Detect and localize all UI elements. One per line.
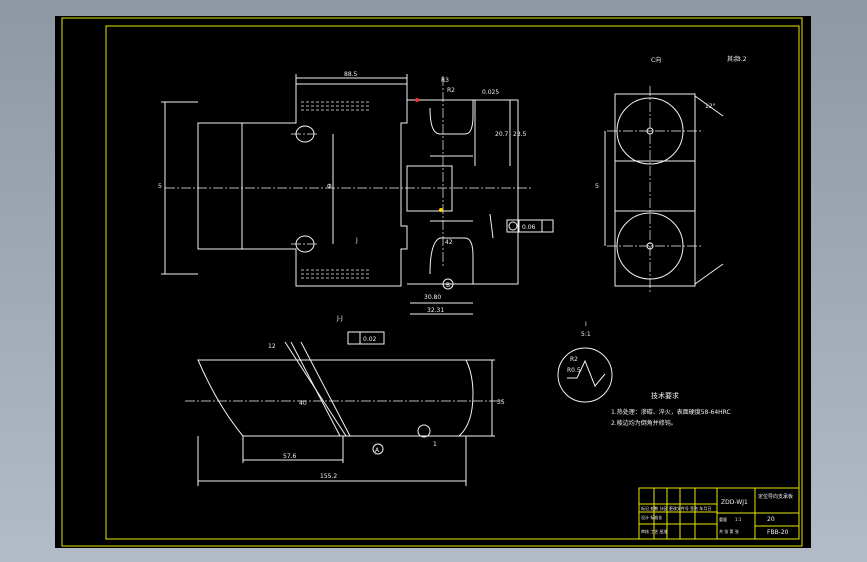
svg-text:12: 12 [268, 343, 276, 350]
svg-text:R0.5: R0.5 [567, 367, 581, 374]
svg-text:88.5: 88.5 [344, 71, 358, 78]
drawing-canvas: 88.5 R3 R2 0.025 20.7 23.5 42 30.80 32.3… [61, 17, 803, 547]
svg-text:5:1: 5:1 [581, 331, 591, 338]
detail-view-labels: I 5:1 R2 R0.5 [567, 321, 591, 374]
svg-text:0.02: 0.02 [363, 336, 377, 343]
svg-text:定位导向支承板: 定位导向支承板 [758, 493, 793, 500]
side-view-labels: C向 5 12° 3.2 [595, 56, 747, 190]
svg-text:ZDD-WJ1: ZDD-WJ1 [721, 499, 748, 506]
inner-frame [105, 25, 800, 540]
svg-text:32.31: 32.31 [427, 307, 444, 314]
tech-notes: 技术要求 1.热处理：渗碳、淬火，表面硬度58-64HRC 2.棱边均为倒角并修… [611, 55, 739, 427]
svg-text:A: A [375, 447, 380, 454]
svg-text:共 张 第 张: 共 张 第 张 [719, 528, 739, 534]
svg-text:23.5: 23.5 [513, 131, 527, 138]
drawing-sheet[interactable]: 88.5 R3 R2 0.025 20.7 23.5 42 30.80 32.3… [55, 16, 811, 548]
svg-text:5: 5 [595, 183, 599, 190]
svg-text:30.80: 30.80 [424, 294, 441, 301]
outer-frame [61, 17, 803, 547]
svg-text:20: 20 [767, 516, 775, 523]
svg-text:12°: 12° [705, 103, 716, 110]
section-view [185, 331, 505, 486]
svg-text:R3: R3 [441, 77, 449, 84]
svg-text:重量: 重量 [719, 516, 727, 522]
svg-text:C向: C向 [651, 56, 661, 64]
svg-text:审核 工艺 批准: 审核 工艺 批准 [641, 528, 668, 534]
svg-text:其余: 其余 [727, 55, 739, 63]
title-block [638, 487, 800, 540]
svg-text:R2: R2 [447, 87, 455, 94]
svg-text:Φ: Φ [327, 183, 332, 190]
svg-text:155.2: 155.2 [320, 473, 337, 480]
svg-text:技术要求: 技术要求 [651, 391, 679, 400]
svg-text:40: 40 [299, 400, 307, 407]
svg-text:5: 5 [158, 183, 162, 190]
top-view-labels: 88.5 R3 R2 0.025 20.7 23.5 42 30.80 32.3… [158, 71, 536, 314]
svg-text:J: J [355, 237, 358, 244]
svg-text:B: B [446, 282, 450, 289]
svg-text:2.棱边均为倒角并修钝。: 2.棱边均为倒角并修钝。 [611, 419, 677, 427]
section-view-labels: J-J 155.2 57.6 40 12 35 A 0.02 1 [268, 315, 505, 480]
side-view [604, 86, 724, 294]
svg-text:R2: R2 [570, 356, 578, 363]
svg-text:J-J: J-J [336, 315, 343, 322]
svg-text:I: I [585, 321, 587, 328]
svg-text:1: 1 [433, 441, 437, 448]
detail-view [557, 347, 613, 403]
svg-text:0.06: 0.06 [522, 224, 536, 231]
top-view [161, 74, 554, 315]
svg-text:设计 标准化: 设计 标准化 [641, 514, 662, 520]
svg-text:3.2: 3.2 [737, 56, 747, 63]
svg-text:42: 42 [445, 239, 453, 246]
svg-text:20.7: 20.7 [495, 131, 509, 138]
svg-text:FBB-20: FBB-20 [767, 529, 789, 536]
svg-text:35: 35 [497, 399, 505, 406]
title-block-text: ZDD-WJ1 定位导向支承板 20 FBB-20 1:1 重量 标记 处数 分… [641, 493, 793, 536]
svg-text:1.热处理：渗碳、淬火，表面硬度58-64HRC: 1.热处理：渗碳、淬火，表面硬度58-64HRC [611, 408, 731, 416]
svg-text:57.6: 57.6 [283, 453, 297, 460]
svg-text:0.025: 0.025 [482, 89, 499, 96]
svg-text:标记 处数 分区 更改文件号 签名 年月日: 标记 处数 分区 更改文件号 签名 年月日 [641, 505, 711, 511]
svg-text:1:1: 1:1 [735, 517, 742, 522]
